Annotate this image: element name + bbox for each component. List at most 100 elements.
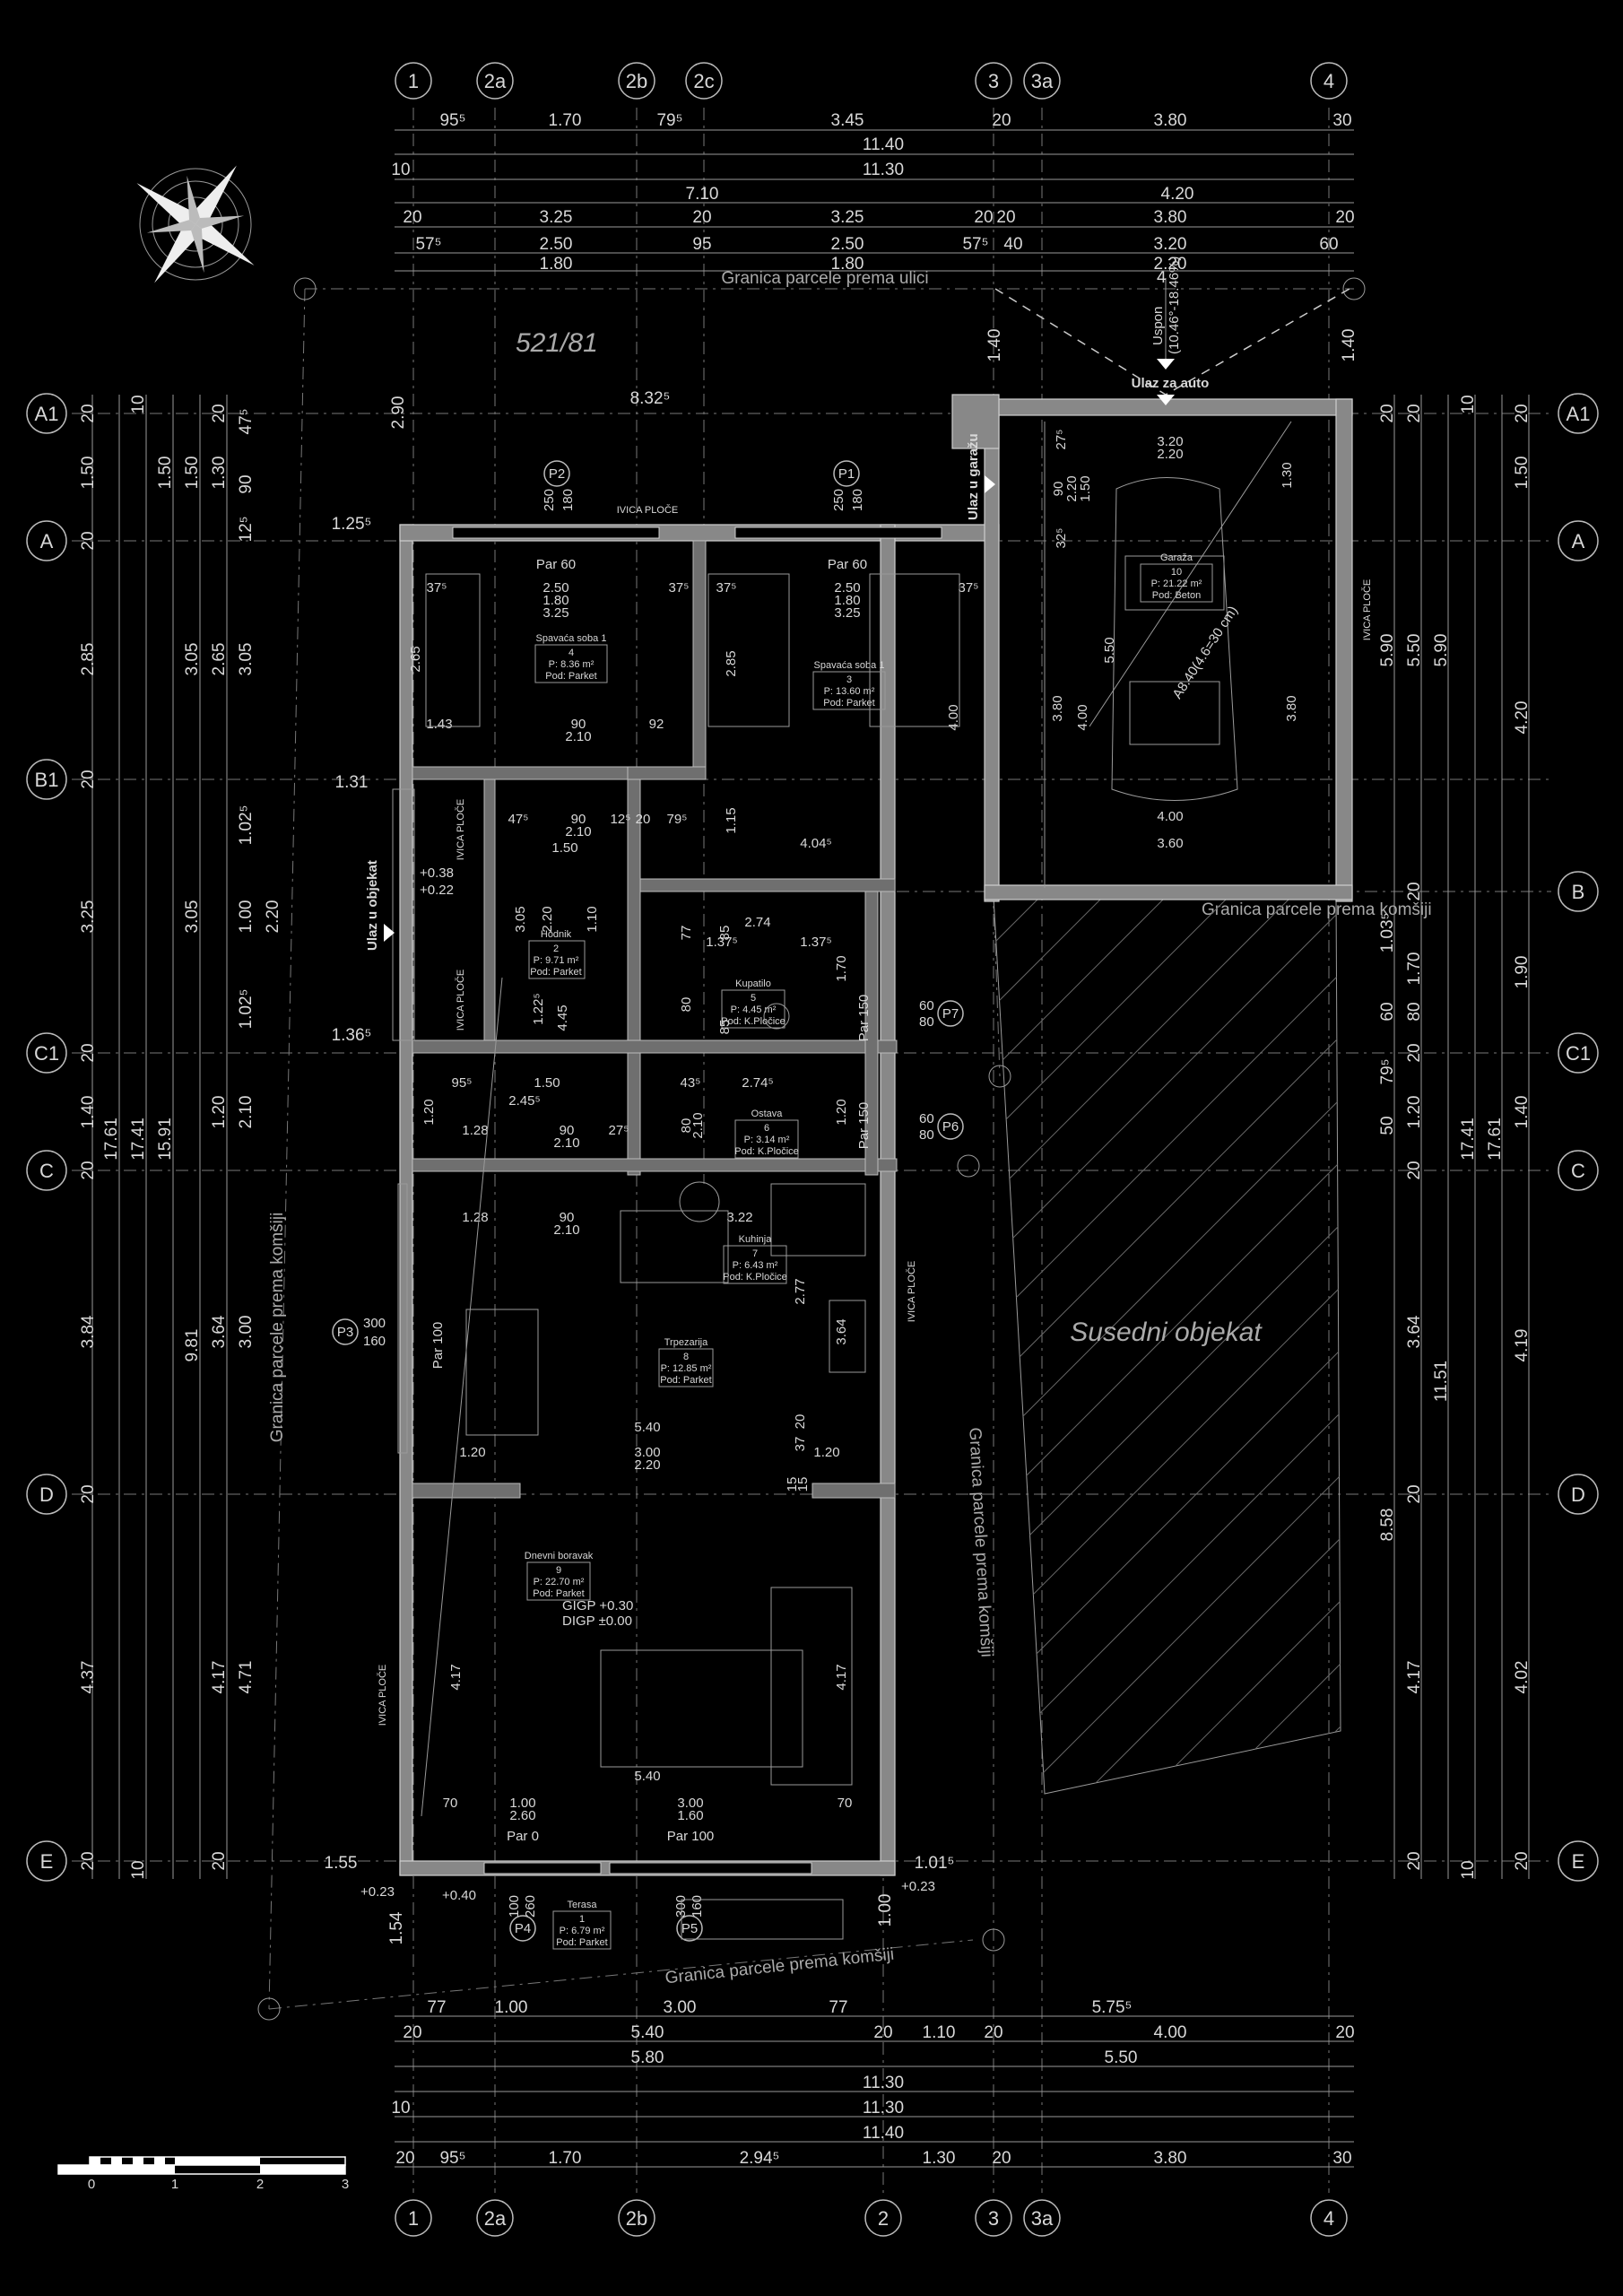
svg-text:3.05: 3.05 xyxy=(183,900,202,934)
svg-text:2.90: 2.90 xyxy=(389,396,408,430)
svg-text:3.60: 3.60 xyxy=(1157,836,1183,851)
room-stamp: Ostava 6 P: 3.14 m² Pod: K.Pločice xyxy=(734,1109,799,1159)
svg-text:1.90: 1.90 xyxy=(1513,956,1532,989)
svg-text:1.70: 1.70 xyxy=(549,2149,582,2168)
svg-text:P: 13.60 m²: P: 13.60 m² xyxy=(824,686,875,697)
axis-label: E xyxy=(40,1850,54,1873)
svg-text:20: 20 xyxy=(996,208,1015,227)
svg-text:95⁵: 95⁵ xyxy=(452,1075,473,1091)
svg-text:2.20: 2.20 xyxy=(264,900,282,934)
svg-text:1.60: 1.60 xyxy=(677,1808,703,1823)
svg-text:30: 30 xyxy=(1332,2149,1351,2168)
svg-text:37⁵: 37⁵ xyxy=(716,580,737,596)
svg-text:80: 80 xyxy=(919,1127,934,1143)
axis-label: C1 xyxy=(34,1042,59,1065)
svg-text:4.02: 4.02 xyxy=(1513,1661,1532,1694)
svg-text:2.20: 2.20 xyxy=(540,906,555,932)
svg-text:2.65: 2.65 xyxy=(408,646,423,672)
svg-text:4.17: 4.17 xyxy=(210,1661,229,1694)
svg-text:3.64: 3.64 xyxy=(1405,1315,1424,1348)
svg-text:1.50: 1.50 xyxy=(1513,457,1532,490)
svg-text:1.20: 1.20 xyxy=(459,1445,485,1460)
axis-bubbles-right: A1 A B C1 C D E xyxy=(1558,393,1599,1882)
svg-text:1.70: 1.70 xyxy=(1405,952,1424,986)
svg-text:160: 160 xyxy=(690,1895,705,1918)
svg-text:2.85: 2.85 xyxy=(79,643,98,676)
svg-text:20: 20 xyxy=(992,111,1011,130)
svg-text:15.91: 15.91 xyxy=(156,1118,175,1161)
svg-text:Spavaća soba 1: Spavaća soba 1 xyxy=(536,633,607,644)
svg-text:5.40: 5.40 xyxy=(634,1420,660,1435)
svg-text:11.51: 11.51 xyxy=(1432,1361,1451,1402)
parcel-border-right-label: Granica parcele prema komšiji xyxy=(1202,900,1432,919)
svg-text:3.80: 3.80 xyxy=(1050,695,1065,721)
svg-text:20: 20 xyxy=(403,208,421,227)
svg-text:5.90: 5.90 xyxy=(1432,634,1451,667)
svg-text:20: 20 xyxy=(692,208,711,227)
svg-text:20: 20 xyxy=(984,2023,1002,2042)
svg-text:60: 60 xyxy=(1319,235,1338,254)
svg-text:10: 10 xyxy=(391,161,410,179)
svg-text:80: 80 xyxy=(1405,1002,1424,1021)
ramp-slope: (10.46°-18.46%) xyxy=(1167,257,1182,354)
svg-text:12⁵: 12⁵ xyxy=(237,516,256,542)
svg-text:85: 85 xyxy=(717,1020,733,1035)
svg-text:1.50: 1.50 xyxy=(156,457,175,490)
svg-text:P5: P5 xyxy=(681,1921,698,1936)
grid-lines xyxy=(72,108,1551,2193)
svg-text:27⁵: 27⁵ xyxy=(1054,430,1069,450)
svg-text:Pod: Parket: Pod: Parket xyxy=(533,1588,584,1599)
svg-text:2.50: 2.50 xyxy=(540,235,573,254)
axis-label: E xyxy=(1572,1850,1585,1873)
svg-text:0: 0 xyxy=(88,2177,95,2192)
svg-text:90: 90 xyxy=(1051,482,1066,497)
svg-text:2.10: 2.10 xyxy=(690,1112,706,1138)
level-terrace-mid: +0.40 xyxy=(442,1888,476,1903)
svg-text:3: 3 xyxy=(846,674,852,685)
svg-text:17.61: 17.61 xyxy=(102,1118,121,1161)
svg-text:90: 90 xyxy=(571,717,586,732)
svg-text:10: 10 xyxy=(1459,1860,1478,1879)
svg-text:Garaža: Garaža xyxy=(1160,552,1193,563)
axis-label: C1 xyxy=(1566,1042,1591,1065)
svg-text:180: 180 xyxy=(560,489,576,511)
svg-text:20: 20 xyxy=(79,1851,98,1870)
svg-text:1: 1 xyxy=(171,2177,178,2192)
svg-text:2.20: 2.20 xyxy=(1064,475,1080,501)
level-terrace-left: +0.23 xyxy=(360,1884,395,1900)
svg-text:1.20: 1.20 xyxy=(1405,1096,1424,1129)
svg-text:10: 10 xyxy=(391,2099,410,2118)
dimensions-right xyxy=(1393,395,1530,1879)
opening-markers: P2 P1 P3 P4 P5 P6 P7 xyxy=(332,460,964,1942)
svg-text:P: 12.85 m²: P: 12.85 m² xyxy=(661,1363,712,1374)
svg-text:1.80: 1.80 xyxy=(831,255,864,274)
svg-text:17.61: 17.61 xyxy=(1486,1118,1505,1161)
svg-text:20: 20 xyxy=(974,208,993,227)
slab-edge-label: IVICA PLOČE xyxy=(455,799,466,860)
svg-text:20: 20 xyxy=(1405,1484,1424,1503)
svg-text:2.60: 2.60 xyxy=(509,1808,535,1823)
axis-label: 3 xyxy=(988,70,999,92)
svg-text:2.94⁵: 2.94⁵ xyxy=(740,2149,780,2168)
svg-text:180: 180 xyxy=(850,489,865,511)
svg-text:10: 10 xyxy=(129,1860,148,1879)
axis-label: 2 xyxy=(878,2207,889,2230)
axis-label: A xyxy=(1572,530,1585,552)
svg-text:1.00: 1.00 xyxy=(237,900,256,934)
level-terrace-right: +0.23 xyxy=(901,1879,935,1894)
svg-text:Pod: Parket: Pod: Parket xyxy=(823,698,874,709)
svg-text:3.22: 3.22 xyxy=(726,1210,752,1225)
svg-text:2.74: 2.74 xyxy=(744,915,770,930)
svg-text:11.30: 11.30 xyxy=(863,2099,904,2118)
svg-text:15: 15 xyxy=(785,1477,800,1492)
svg-text:2.20: 2.20 xyxy=(1154,255,1187,274)
svg-text:5.50: 5.50 xyxy=(1105,2048,1138,2067)
svg-text:1.80: 1.80 xyxy=(540,255,573,274)
svg-text:Hodnik: Hodnik xyxy=(541,929,572,940)
svg-text:3.00: 3.00 xyxy=(664,1998,697,2017)
svg-text:5.75⁵: 5.75⁵ xyxy=(1092,1998,1133,2017)
slab-edge-label: IVICA PLOČE xyxy=(617,504,678,516)
room-stamp: Dnevni boravak 9 P: 22.70 m² Pod: Parket xyxy=(525,1551,594,1601)
svg-text:1.50: 1.50 xyxy=(79,457,98,490)
